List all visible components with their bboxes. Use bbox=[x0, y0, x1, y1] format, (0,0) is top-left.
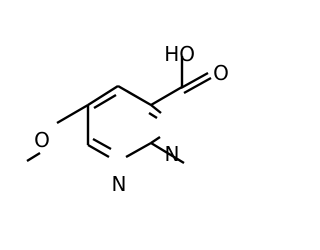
bond-ring-c5-c6-inner bbox=[93, 93, 117, 110]
ring-nitrogen-bottom-label: N bbox=[112, 172, 127, 196]
bond-methoxy-methyl bbox=[26, 151, 41, 163]
bond-ring-c1-n-inner bbox=[92, 137, 112, 151]
ring-nitrogen-top-label: N bbox=[165, 142, 180, 166]
bond-ring-c4-n-inner bbox=[148, 111, 158, 120]
bond-ring-c4-n-top bbox=[150, 104, 162, 114]
bond-ring-c5-c6 bbox=[87, 84, 119, 107]
bond-ring-carboxyl bbox=[150, 85, 183, 107]
bond-ring-methoxy bbox=[56, 103, 89, 125]
hydroxyl-label: HO bbox=[164, 42, 195, 66]
methoxy-oxygen-label: O bbox=[34, 128, 50, 152]
bond-ring-c4-c5 bbox=[117, 84, 152, 107]
bond-ring-c2-n-top bbox=[150, 136, 161, 144]
structure-canvas: HO O N N O bbox=[26, 42, 229, 196]
bond-methyl bbox=[150, 141, 185, 165]
bond-ring-n-c2 bbox=[125, 141, 152, 159]
bond-carbonyl-1 bbox=[180, 71, 209, 90]
bond-ring-c1-n bbox=[87, 143, 110, 159]
molecule-structure: HO O N N O bbox=[26, 42, 229, 196]
bond-carbonyl-2 bbox=[183, 76, 212, 95]
carbonyl-oxygen-label: O bbox=[213, 61, 229, 85]
